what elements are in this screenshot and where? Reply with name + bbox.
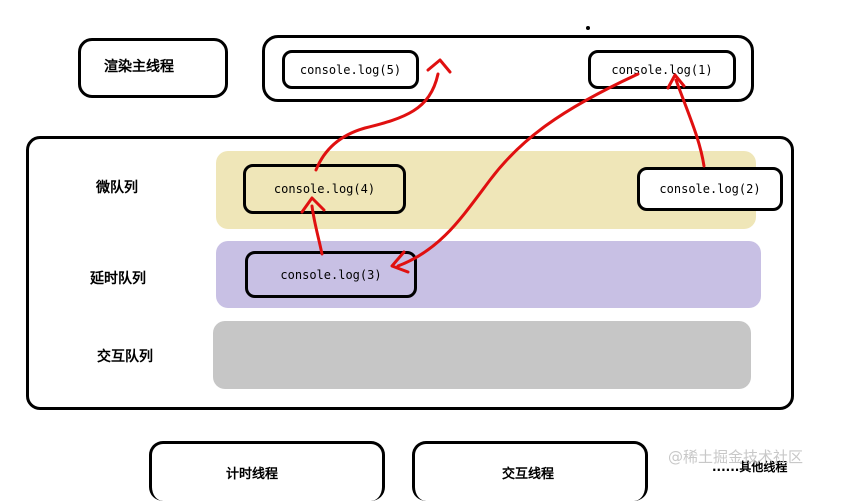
watermark: @稀土掘金技术社区: [668, 448, 804, 466]
main-thread-label: 渲染主线程: [104, 59, 174, 75]
log5-block: console.log(5): [282, 50, 419, 89]
log3-block: console.log(3): [245, 251, 417, 298]
log1-block: console.log(1): [588, 50, 736, 89]
interaction-queue-label: 交互队列: [97, 349, 153, 365]
micro-queue-label: 微队列: [96, 180, 138, 196]
dot-mark: [586, 26, 590, 30]
log4-block: console.log(4): [243, 164, 406, 214]
other-threads-label: ......其他线程: [712, 460, 788, 474]
log2-block: console.log(2): [637, 167, 783, 211]
timer-thread-label: 计时线程: [226, 467, 279, 482]
delay-queue-label: 延时队列: [90, 271, 146, 287]
interaction-queue-lane: [213, 321, 751, 389]
interaction-thread-label: 交互线程: [502, 467, 555, 482]
main-thread-label-box: [78, 38, 228, 98]
